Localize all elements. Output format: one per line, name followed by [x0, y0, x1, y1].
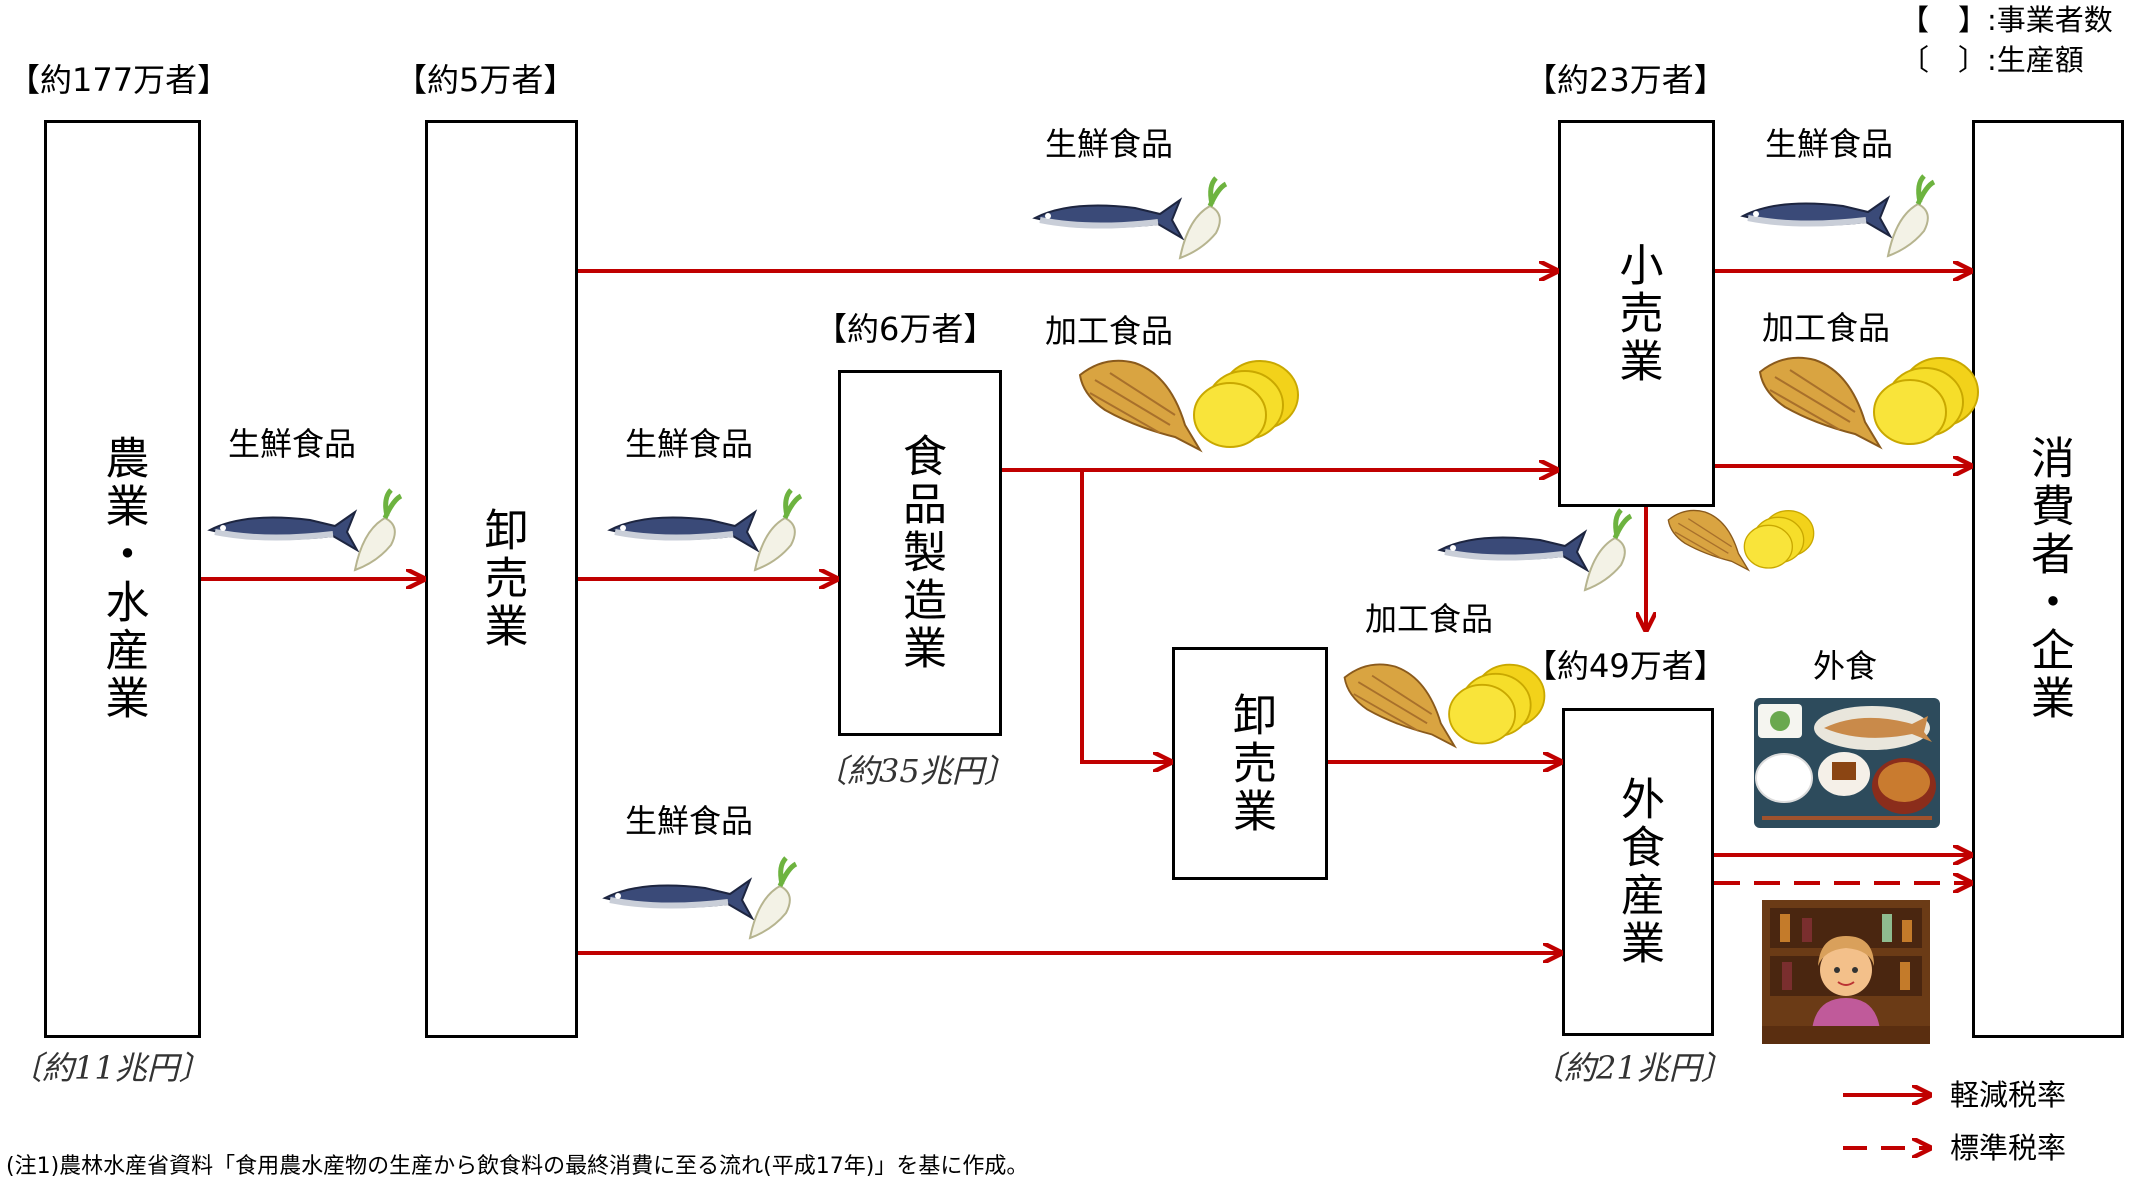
node-food-manufacturing: 食品製造業: [838, 370, 1002, 736]
node-wholesale-1-label: 卸売業: [476, 507, 528, 651]
node-wholesale-2: 卸売業: [1172, 647, 1328, 880]
label-fresh-2: 生鮮食品: [625, 425, 754, 463]
amount-agri: 〔約11兆円〕: [10, 1049, 211, 1087]
label-fresh-5: 生鮮食品: [1765, 125, 1894, 163]
legend-amount-label: 〔 〕:生産額: [1900, 43, 2084, 77]
dried-fish-pickle-icon: [1758, 356, 1979, 450]
legend-count-label: 【 】:事業者数: [1900, 3, 2113, 37]
node-retail-label: 小売業: [1611, 241, 1663, 386]
count-wholesale1: 【約5万者】: [395, 61, 576, 99]
count-retail: 【約23万者】: [1525, 61, 1726, 99]
dried-fish-pickle-icon: [1667, 509, 1815, 572]
bar-person-icon: [1762, 900, 1930, 1044]
amount-manufacturing: 〔約35兆円〕: [815, 752, 1016, 790]
count-agri: 【約177万者】: [8, 61, 230, 99]
node-agriculture-fishery: 農業・水産業: [44, 120, 201, 1038]
amount-foodservice: 〔約21兆円〕: [1532, 1049, 1733, 1087]
node-food-manufacturing-label: 食品製造業: [895, 433, 946, 673]
label-fresh-3: 生鮮食品: [1045, 125, 1174, 163]
label-processed-3: 加工食品: [1365, 600, 1494, 638]
fish-daikon-icon: [602, 856, 798, 940]
set-meal-icon: [1754, 698, 1940, 828]
node-wholesale-2-label: 卸売業: [1225, 691, 1276, 836]
fish-daikon-icon: [1740, 174, 1936, 258]
fish-daikon-icon: [1032, 176, 1228, 260]
label-fresh-4: 生鮮食品: [625, 802, 754, 840]
label-processed-2: 加工食品: [1762, 309, 1891, 347]
count-manufacturing: 【約6万者】: [815, 310, 996, 348]
node-agriculture-fishery-label: 農業・水産業: [97, 435, 149, 723]
count-foodservice: 【約49万者】: [1525, 647, 1726, 685]
node-wholesale-1: 卸売業: [425, 120, 578, 1038]
fish-daikon-icon: [207, 488, 403, 572]
dried-fish-pickle-icon: [1078, 359, 1299, 453]
source-note: (注1)農林水産省資料「食用農水産物の生産から飲食料の最終消費に至る流れ(平成1…: [6, 1154, 1029, 1179]
legend-reduced-rate: 軽減税率: [1950, 1078, 2067, 1112]
node-retail: 小売業: [1558, 120, 1715, 507]
node-consumers-businesses-label: 消費者・企業: [2023, 435, 2074, 723]
dried-fish-pickle-icon: [1343, 663, 1546, 749]
fish-daikon-icon: [1437, 508, 1633, 592]
label-processed-1: 加工食品: [1045, 312, 1174, 350]
node-food-service: 外食産業: [1562, 708, 1714, 1036]
arrow-manufacturing-to-wholesale2: [1080, 470, 1171, 762]
label-eating-out: 外食: [1813, 647, 1878, 685]
legend-standard-rate: 標準税率: [1950, 1131, 2067, 1165]
fish-daikon-icon: [607, 488, 803, 572]
node-consumers-businesses: 消費者・企業: [1972, 120, 2124, 1038]
label-fresh-1: 生鮮食品: [228, 425, 357, 463]
node-food-service-label: 外食産業: [1613, 776, 1664, 968]
